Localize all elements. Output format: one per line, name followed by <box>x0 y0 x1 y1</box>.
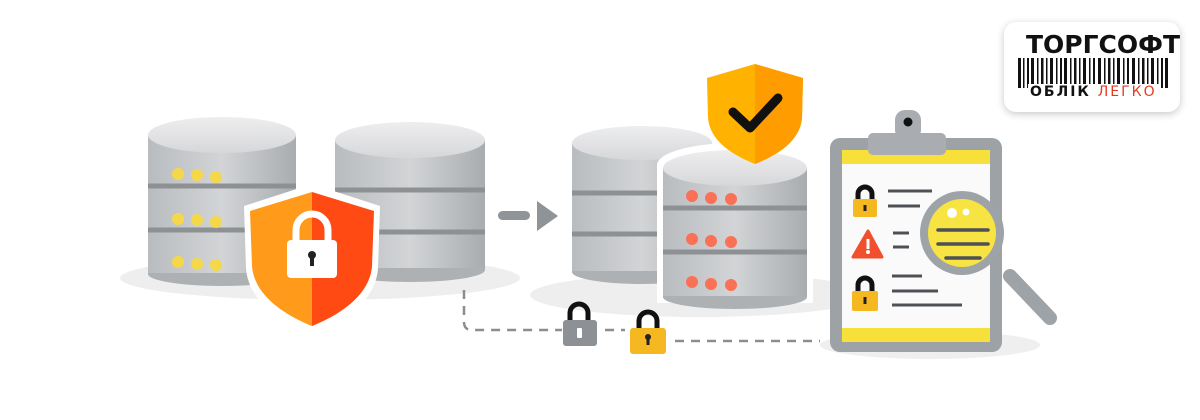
check-shield-icon <box>707 64 803 164</box>
barcode-icon <box>1018 58 1168 88</box>
status-lights <box>686 190 737 291</box>
tagline-part-2: ЛЕГКО <box>1097 84 1157 100</box>
brand-tagline: ОБЛІК ЛЕГКО <box>1028 84 1159 100</box>
warning-icon <box>851 229 884 259</box>
database-icon <box>657 143 813 309</box>
lock-icon <box>853 184 877 217</box>
audit-clipboard-icon <box>830 110 1002 352</box>
lock-icon <box>630 309 666 354</box>
arrow-right-icon <box>498 201 558 231</box>
lock-shield-icon <box>244 184 380 334</box>
lock-icon <box>852 275 878 311</box>
lock-icon <box>563 301 597 346</box>
magnifier-icon <box>920 191 1057 325</box>
tagline-part-1: ОБЛІК <box>1030 84 1091 100</box>
brand-logo: ТОРГСОФТ ОБЛІК ЛЕГКО <box>1004 22 1180 112</box>
brand-name: ТОРГСОФТ <box>1026 30 1181 59</box>
status-lights <box>172 168 222 271</box>
dashed-connector <box>462 290 820 343</box>
database-icon <box>148 117 296 286</box>
